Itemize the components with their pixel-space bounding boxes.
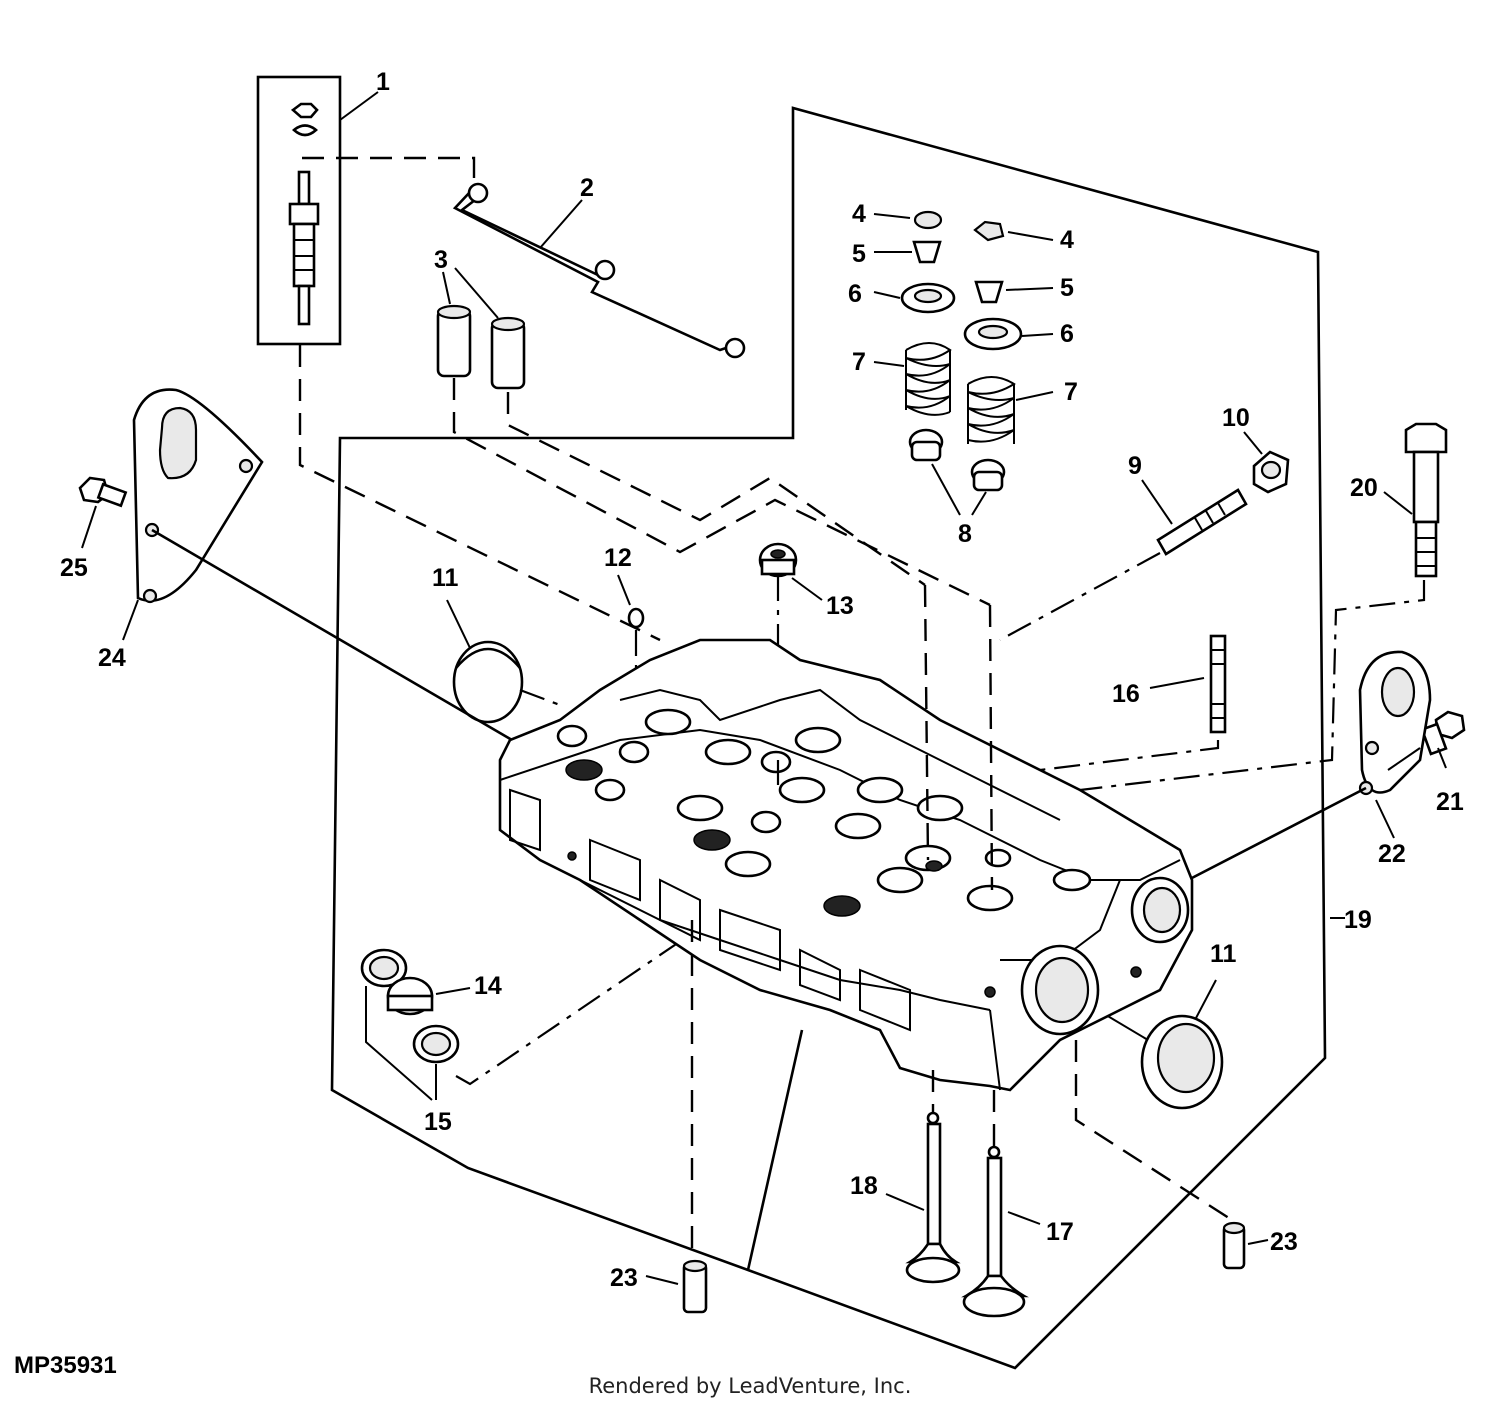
- callout-1: 1: [376, 68, 390, 96]
- spring-retainer-right: [963, 317, 1023, 351]
- cup-plug-lower: [1140, 1014, 1224, 1110]
- callout-3: 3: [434, 246, 448, 274]
- valve-keeper-right: [973, 220, 1005, 242]
- valve-stem-seal-right: [970, 458, 1006, 492]
- lift-bracket-22: [1358, 650, 1432, 796]
- callout-20: 20: [1350, 474, 1378, 502]
- callout-4-left: 4: [852, 200, 866, 228]
- callout-15: 15: [424, 1108, 452, 1136]
- dowel-pin-right: [1222, 1221, 1246, 1270]
- dowel-pin-left: [682, 1259, 708, 1314]
- valve-collet-left: [912, 240, 942, 264]
- seal-ring-top: [360, 948, 408, 988]
- exhaust-valve-17: [961, 1145, 1029, 1318]
- callout-14: 14: [474, 972, 502, 1000]
- callout-22: 22: [1378, 840, 1406, 868]
- callout-6-left: 6: [848, 280, 862, 308]
- glow-plug-nut: [290, 102, 319, 137]
- glow-plug-kit-box: [256, 75, 342, 346]
- callout-19: 19: [1344, 906, 1372, 934]
- flange-nut: [1252, 450, 1290, 494]
- callout-6-right: 6: [1060, 320, 1074, 348]
- sleeve-right: [490, 316, 526, 390]
- bolt-21: [1420, 710, 1466, 756]
- lift-bracket-24: [132, 388, 264, 604]
- callout-23-left: 23: [610, 1264, 638, 1292]
- callout-7-right: 7: [1064, 378, 1078, 406]
- cylinder-head: [498, 638, 1194, 1092]
- callout-5-right: 5: [1060, 274, 1074, 302]
- callout-18: 18: [850, 1172, 878, 1200]
- callout-5-left: 5: [852, 240, 866, 268]
- stud-16: [1209, 634, 1227, 734]
- cup-plug-upper: [452, 640, 524, 724]
- callout-7-left: 7: [852, 348, 866, 376]
- callout-23-right: 23: [1270, 1228, 1298, 1256]
- valve-spring-left: [905, 342, 952, 416]
- leader-1: [339, 91, 379, 121]
- figure-id: MP35931: [14, 1352, 117, 1379]
- valve-collet-right: [974, 280, 1004, 304]
- callout-12: 12: [604, 544, 632, 572]
- callout-11-lower: 11: [1210, 940, 1237, 968]
- manifold-stud: [1156, 488, 1248, 556]
- callout-11-upper: 11: [432, 564, 459, 592]
- callout-10: 10: [1222, 404, 1250, 432]
- valve-stem-seal-left: [908, 428, 944, 462]
- sleeve-left: [436, 304, 472, 378]
- intake-valve-18: [905, 1111, 961, 1284]
- render-credit: Rendered by LeadVenture, Inc.: [588, 1374, 912, 1398]
- callout-16: 16: [1112, 680, 1140, 708]
- valve-keeper-left: [913, 210, 943, 230]
- seal-plug-14: [386, 976, 434, 1016]
- callout-13: 13: [826, 592, 854, 620]
- glow-plug: [288, 170, 320, 326]
- small-plug: [627, 607, 645, 629]
- assembly-boundary-line: [330, 106, 1327, 1370]
- spring-retainer-left: [900, 282, 956, 314]
- callout-2: 2: [580, 174, 594, 202]
- callout-21: 21: [1436, 788, 1464, 816]
- callout-8: 8: [958, 520, 972, 548]
- callout-17: 17: [1046, 1218, 1074, 1246]
- valve-spring-right: [967, 376, 1016, 444]
- seal-ring-bottom: [412, 1024, 460, 1064]
- callout-4-right: 4: [1060, 226, 1074, 254]
- callout-9: 9: [1128, 452, 1142, 480]
- callout-25: 25: [60, 554, 88, 582]
- bolt-25: [78, 476, 128, 508]
- leader-2: [539, 199, 583, 249]
- bolt-20: [1404, 422, 1448, 578]
- glow-plug-bus-bar: [452, 182, 746, 359]
- expansion-plug: [758, 542, 798, 578]
- callout-24: 24: [98, 644, 126, 672]
